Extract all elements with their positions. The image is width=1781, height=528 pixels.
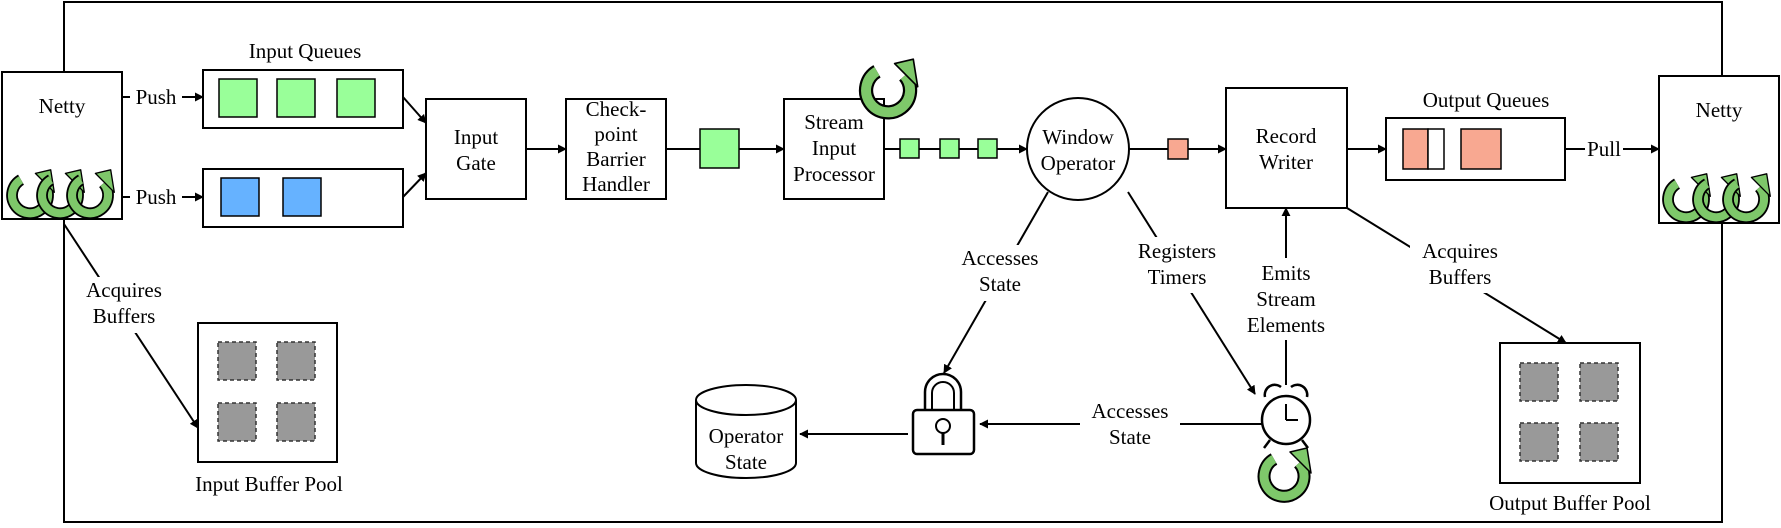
accesses-state-label-1: Accesses <box>962 246 1039 270</box>
record <box>276 78 316 118</box>
input-buffer-pool <box>197 322 338 463</box>
lock-icon <box>911 372 976 456</box>
operator-state-database-icon: Operator State <box>695 384 797 479</box>
svg-text:Buffers: Buffers <box>1429 265 1492 289</box>
svg-text:Handler: Handler <box>582 172 650 196</box>
output-buffer-pool-label: Output Buffer Pool <box>1489 491 1651 515</box>
record <box>1402 128 1429 170</box>
window-operator-circle: Window Operator <box>1026 97 1130 201</box>
record <box>1167 138 1189 160</box>
svg-text:Check-: Check- <box>586 97 647 121</box>
svg-text:Record: Record <box>1256 124 1317 148</box>
svg-text:Stream: Stream <box>804 110 863 134</box>
output-queue <box>1385 117 1566 181</box>
output-buffer-pool <box>1499 342 1641 484</box>
checkpoint-barrier-handler-box: Check- point Barrier Handler <box>565 97 667 200</box>
input-gate-line-1: Input <box>454 125 498 149</box>
record <box>220 177 260 217</box>
svg-text:point: point <box>594 122 637 146</box>
svg-text:Barrier: Barrier <box>586 147 645 171</box>
record <box>1427 128 1445 170</box>
record <box>218 78 258 118</box>
task-frame <box>63 1 1723 523</box>
record <box>336 78 376 118</box>
netty-input-label: Netty <box>39 94 86 118</box>
cycle-icon <box>866 59 918 112</box>
svg-text:Window: Window <box>1042 125 1114 149</box>
svg-text:Stream: Stream <box>1256 287 1315 311</box>
operator-state-label: Operator <box>709 424 784 448</box>
svg-text:Processor: Processor <box>793 162 875 186</box>
record-writer-box: Record Writer <box>1225 87 1348 209</box>
record <box>699 128 740 169</box>
record <box>977 138 998 159</box>
cycle-icon <box>1264 448 1311 496</box>
push-label-1: Push <box>136 85 177 109</box>
acquires-buffers-label-out: Acquires <box>1422 239 1498 263</box>
input-gate-line-2: Gate <box>456 151 496 175</box>
push-label-2: Push <box>136 185 177 209</box>
input-queue-1 <box>202 69 404 129</box>
registers-timers-label: Registers <box>1138 239 1216 263</box>
input-gate-box: Input Gate <box>425 98 527 200</box>
record <box>899 138 920 159</box>
netty-input-box: Netty <box>1 71 123 220</box>
svg-text:Input: Input <box>812 136 856 160</box>
input-buffer-pool-label: Input Buffer Pool <box>195 472 343 496</box>
svg-text:Writer: Writer <box>1259 150 1313 174</box>
svg-text:Timers: Timers <box>1148 265 1207 289</box>
acquires-buffers-label-in: Acquires <box>86 278 162 302</box>
input-queue-2 <box>202 168 404 228</box>
accesses-state-label-2: Accesses <box>1092 399 1169 423</box>
emits-stream-elements-label: Emits <box>1261 261 1310 285</box>
netty-output-box: Netty <box>1658 75 1780 224</box>
stream-input-processor-box: Stream Input Processor <box>783 98 885 200</box>
svg-text:State: State <box>725 450 767 474</box>
svg-text:Operator: Operator <box>1041 151 1116 175</box>
svg-text:Buffers: Buffers <box>93 304 156 328</box>
svg-text:Elements: Elements <box>1247 313 1325 337</box>
output-queues-title: Output Queues <box>1423 88 1550 112</box>
record <box>1460 128 1502 170</box>
svg-text:State: State <box>979 272 1021 296</box>
pull-label: Pull <box>1587 137 1621 161</box>
alarm-clock-icon <box>1260 383 1312 449</box>
svg-text:Netty: Netty <box>1696 98 1743 122</box>
svg-text:State: State <box>1109 425 1151 449</box>
record <box>939 138 960 159</box>
input-queues-title: Input Queues <box>249 39 362 63</box>
record <box>282 177 322 217</box>
